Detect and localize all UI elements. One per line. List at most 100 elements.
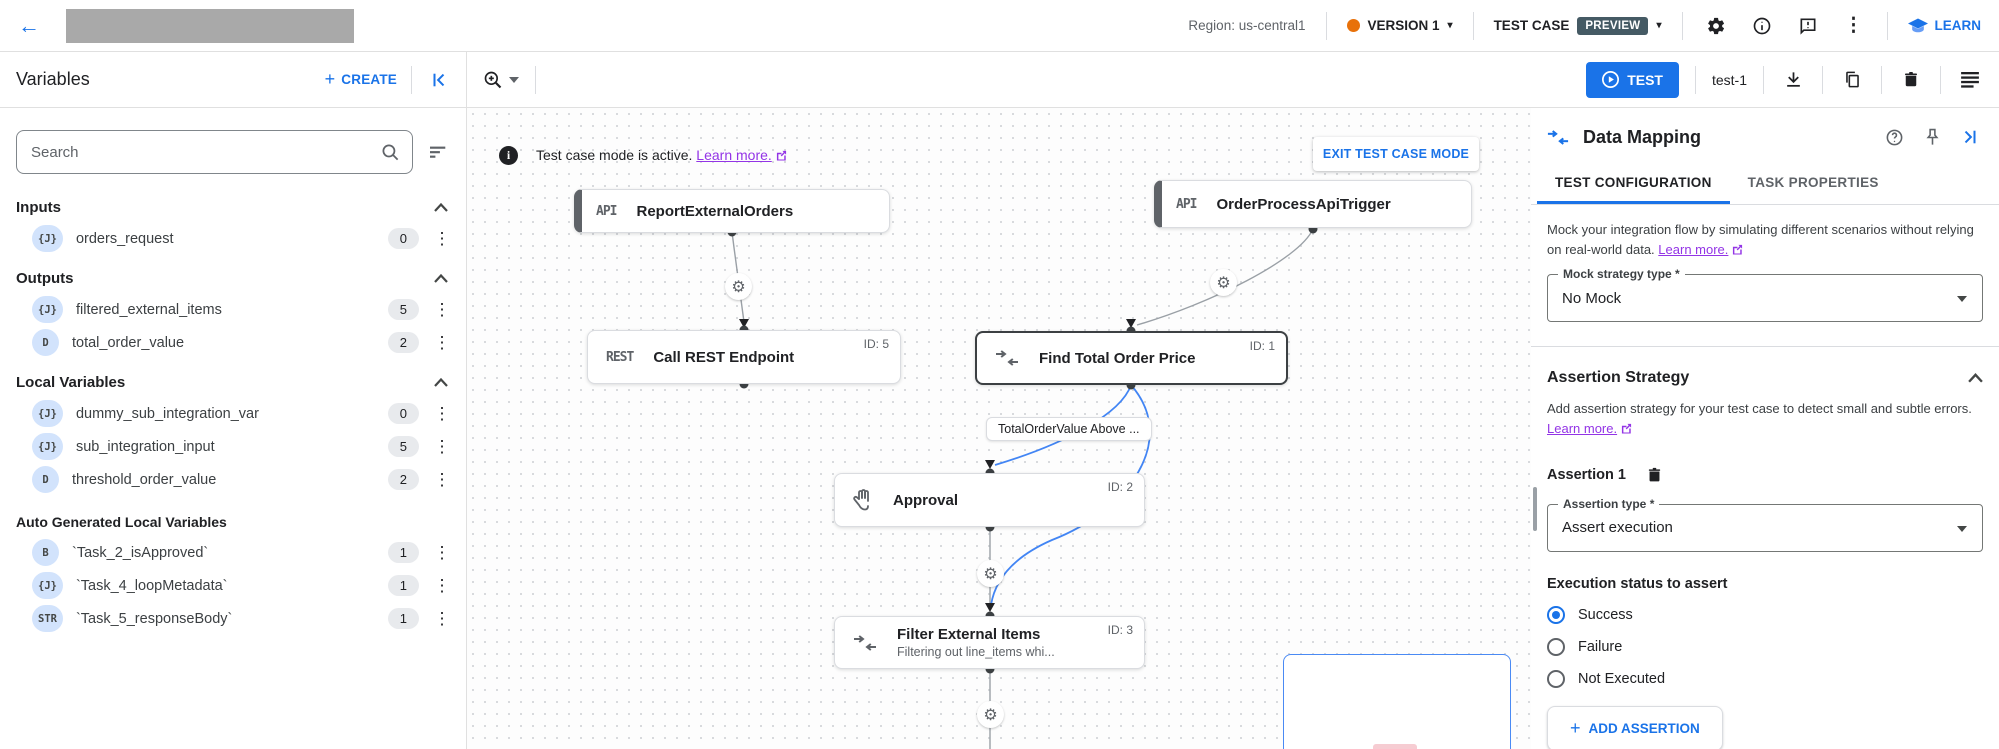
variable-sections: Inputs {J} orders_request 0 [0,184,466,635]
edge-gear-icon[interactable]: ⚙ [977,560,1004,587]
chevron-up-icon[interactable] [434,274,448,283]
row-more-vert-icon[interactable]: ⋮ [433,608,451,628]
tab-test-configuration[interactable]: TEST CONFIGURATION [1537,162,1730,204]
node-filter-external-items[interactable]: Filter External Items Filtering out line… [834,616,1145,669]
row-more-vert-icon[interactable]: ⋮ [433,403,451,423]
learn-more-link[interactable]: Learn more. [1547,421,1618,437]
tab-task-properties[interactable]: TASK PROPERTIES [1747,175,1879,190]
learn-more-link[interactable]: Learn more. [696,147,772,163]
node-find-total-order-price[interactable]: Find Total Order Price ID: 1 [975,331,1288,385]
usage-count-badge: 5 [387,299,419,320]
settings-gear-icon[interactable] [1703,13,1729,39]
variable-row[interactable]: B `Task_2_isApproved` 1 ⋮ [0,536,466,569]
row-more-vert-icon[interactable]: ⋮ [433,542,451,562]
data-mapping-icon [1547,129,1569,145]
more-vert-icon[interactable]: ⋮ [1844,15,1863,36]
variable-type-icon: D [32,466,59,493]
variable-row[interactable]: D threshold_order_value 2 ⋮ [0,463,466,496]
create-variable-button[interactable]: + CREATE [324,69,397,89]
test-button[interactable]: TEST [1586,61,1679,98]
radio-icon[interactable] [1547,669,1565,688]
panel-scrollbar[interactable] [1533,487,1537,531]
delete-assertion-icon[interactable] [1642,462,1668,488]
learn-more-link[interactable]: Learn more. [1658,242,1729,258]
usage-count-badge: 0 [387,228,419,249]
node-id: ID: 2 [1107,480,1133,494]
radio-option[interactable]: Success [1547,605,1983,624]
sort-filter-icon[interactable] [426,139,452,165]
learn-cap-icon [1907,18,1928,32]
edge-gear-icon[interactable]: ⚙ [1210,269,1237,296]
variable-row[interactable]: D total_order_value 2 ⋮ [0,326,466,359]
collapse-left-panel-icon[interactable] [426,67,452,93]
chevron-up-icon[interactable] [434,203,448,212]
pin-icon[interactable] [1919,124,1945,150]
data-mapping-icon [854,634,876,651]
variable-name: threshold_order_value [72,471,217,488]
assertion-type-select[interactable]: Assertion type * Assert execution [1547,496,1983,552]
collapse-right-panel-icon[interactable] [1957,124,1983,150]
variable-row[interactable]: STR `Task_5_responseBody` 1 ⋮ [0,602,466,635]
variable-row[interactable]: {J} dummy_sub_integration_var 0 ⋮ [0,397,466,430]
help-icon[interactable] [1881,124,1907,150]
variable-type-icon: STR [32,605,63,632]
version-menu[interactable]: VERSION 1 ▾ [1346,18,1453,33]
mock-strategy-select[interactable]: Mock strategy type * No Mock [1547,267,1983,323]
download-icon[interactable] [1780,67,1806,93]
rest-task-icon: REST [606,349,634,365]
flow-canvas[interactable]: i Test case mode is active. Learn more. … [467,108,1531,749]
variables-search[interactable] [16,130,413,174]
row-more-vert-icon[interactable]: ⋮ [433,436,451,456]
info-icon[interactable] [1749,13,1775,39]
node-order-process-api-trigger[interactable]: API OrderProcessApiTrigger [1154,180,1472,228]
test-case-menu[interactable]: TEST CASE PREVIEW ▾ [1493,16,1662,35]
node-report-external-orders[interactable]: API ReportExternalOrders [574,189,890,233]
test-case-name[interactable]: test-1 [1711,71,1747,88]
selected-region-box[interactable] [1283,654,1511,749]
variable-row[interactable]: {J} orders_request 0 ⋮ [0,222,466,255]
chevron-up-icon[interactable] [1968,373,1983,383]
radio-icon[interactable] [1547,637,1565,656]
variable-name: `Task_2_isApproved` [72,544,209,561]
feedback-icon[interactable] [1795,13,1821,39]
execution-log-icon[interactable] [1957,67,1983,93]
search-input[interactable] [31,143,381,161]
learn-button[interactable]: LEARN [1907,18,1981,34]
external-link-icon [1732,245,1743,255]
region-label: Region: us-central1 [1188,18,1306,33]
copy-icon[interactable] [1839,67,1865,93]
version-status-icon [1346,19,1360,32]
row-more-vert-icon[interactable]: ⋮ [433,228,451,248]
radio-option[interactable]: Not Executed [1547,669,1983,688]
edge-condition-label[interactable]: TotalOrderValue Above ... [986,417,1152,441]
canvas-zoom-menu[interactable] [483,70,519,90]
top-header: ← Region: us-central1 VERSION 1 ▾ TEST C… [0,0,1999,52]
node-id: ID: 5 [863,337,889,351]
chevron-up-icon[interactable] [434,378,448,387]
variable-type-icon: {J} [32,400,63,427]
row-more-vert-icon[interactable]: ⋮ [433,299,451,319]
radio-icon[interactable] [1547,605,1565,624]
api-trigger-icon: API [596,203,618,219]
variable-row[interactable]: {J} filtered_external_items 5 ⋮ [0,293,466,326]
variable-name: `Task_4_loopMetadata` [75,577,228,594]
node-approval[interactable]: Approval ID: 2 [834,473,1145,527]
edge-gear-icon[interactable]: ⚙ [725,273,752,300]
add-assertion-button[interactable]: + ADD ASSERTION [1547,705,1723,749]
radio-option[interactable]: Failure [1547,637,1983,656]
row-more-vert-icon[interactable]: ⋮ [433,332,451,352]
section-title: Auto Generated Local Variables [16,514,227,530]
usage-count-badge: 2 [387,332,419,353]
row-more-vert-icon[interactable]: ⋮ [433,469,451,489]
delete-icon[interactable] [1898,67,1924,93]
usage-count-badge: 1 [387,608,419,629]
edge-gear-icon[interactable]: ⚙ [977,701,1004,728]
variable-row[interactable]: {J} `Task_4_loopMetadata` 1 ⋮ [0,569,466,602]
variable-row[interactable]: {J} sub_integration_input 5 ⋮ [0,430,466,463]
node-call-rest-endpoint[interactable]: REST Call REST Endpoint ID: 5 [587,330,901,384]
row-more-vert-icon[interactable]: ⋮ [433,575,451,595]
preview-badge: PREVIEW [1577,16,1649,35]
exit-test-case-mode-button[interactable]: EXIT TEST CASE MODE [1313,137,1479,171]
variable-type-icon: B [32,539,59,566]
back-arrow-icon[interactable]: ← [18,12,40,38]
